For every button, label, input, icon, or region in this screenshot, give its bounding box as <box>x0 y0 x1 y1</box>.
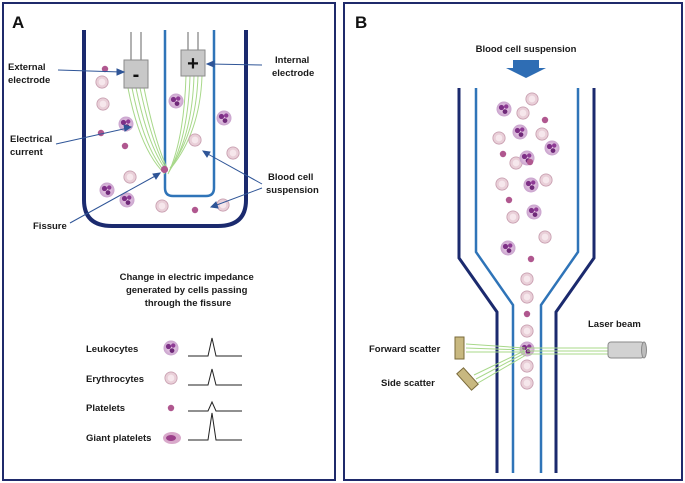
panel-b-cells <box>492 92 560 390</box>
fissure-label: Fissure <box>33 221 67 232</box>
side-scatter-detector <box>456 367 479 391</box>
panel-b-frame <box>343 2 683 481</box>
panel-b-suspension-label: Blood cell suspension <box>476 44 577 55</box>
leukocyte-peak <box>188 337 242 357</box>
outer-tube-right <box>554 88 596 473</box>
minus-sign: - <box>133 64 140 86</box>
forward-scatter-detector <box>454 336 465 360</box>
outer-tube-left <box>457 88 499 473</box>
outer-vessel <box>82 30 248 228</box>
inner-tube-left <box>474 88 515 473</box>
forward-scatter-lines <box>465 343 526 353</box>
inflow-arrow <box>506 60 546 78</box>
panel-a-label: A <box>12 13 24 32</box>
electrical-current-lines <box>127 75 203 175</box>
legend-row-giant-platelets: Giant platelets <box>86 412 242 444</box>
laser-beam-label: Laser beam <box>588 319 641 330</box>
panel-a-pointers <box>55 60 263 224</box>
erythrocyte-peak <box>188 368 242 386</box>
platelet-icon <box>167 404 175 412</box>
giant-platelet-peak <box>188 412 242 441</box>
legend-label-platelets: Platelets <box>86 403 125 414</box>
legend-label-giant-platelets: Giant platelets <box>86 433 151 444</box>
impedance-title: Change in electric impedance generated b… <box>120 272 257 309</box>
legend-label-erythrocytes: Erythrocytes <box>86 374 144 385</box>
legend-row-erythrocytes: Erythrocytes <box>86 368 242 386</box>
side-scatter-lines <box>473 350 527 384</box>
legend-row-platelets: Platelets <box>86 400 242 414</box>
side-scatter-label: Side scatter <box>381 378 435 389</box>
external-electrode <box>123 59 149 89</box>
laser-beam-lines <box>527 347 610 355</box>
erythrocyte-icon <box>164 371 178 385</box>
inner-tube-right <box>539 88 580 473</box>
plus-sign: + <box>187 53 199 75</box>
forward-scatter-label: Forward scatter <box>369 344 441 355</box>
internal-electrode <box>180 49 206 77</box>
platelet-peak <box>188 400 242 412</box>
legend-label-leukocytes: Leukocytes <box>86 344 138 355</box>
laser-source-lens <box>641 341 647 359</box>
legend-row-leukocytes: Leukocytes <box>86 337 242 357</box>
inner-tube <box>163 30 216 198</box>
laser-source <box>607 341 645 359</box>
panel-a-cells <box>95 65 240 214</box>
panel-a-frame <box>2 2 336 481</box>
giant-platelet-icon <box>163 432 181 444</box>
leukocyte-icon <box>163 340 179 356</box>
panel-b-label: B <box>355 13 367 32</box>
